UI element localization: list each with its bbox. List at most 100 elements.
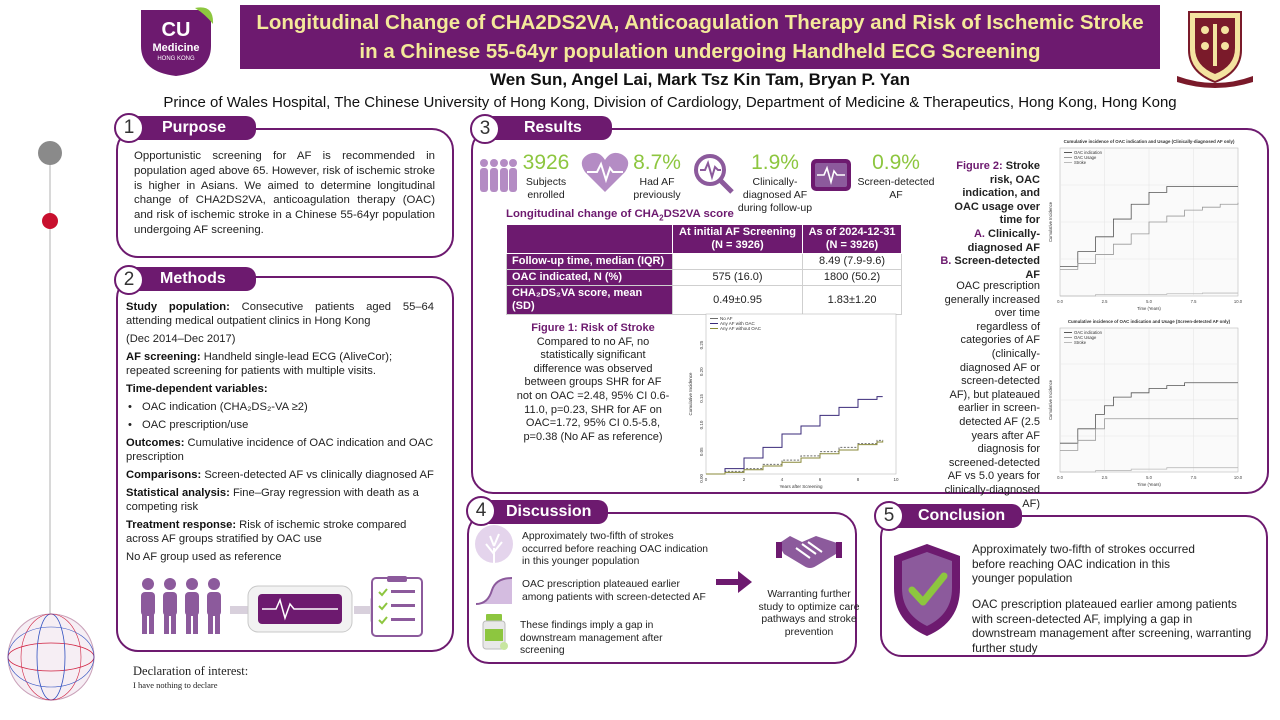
results-number: 3 (470, 114, 500, 144)
x-tick-label: 5.0 (1146, 299, 1152, 304)
cu-medicine-logo: CU Medicine HONG KONG (137, 6, 215, 78)
poster-title-bar: Longitudinal Change of CHA2DS2VA, Antico… (240, 5, 1160, 69)
handshake-icon (776, 526, 842, 574)
stat-had-af-label: Had AF previously (633, 176, 681, 201)
ecg-device-icon (247, 585, 353, 633)
figure2-text: OAC prescription generally increased ove… (944, 280, 1040, 510)
table-title: Longitudinal change of CHA2DS2VA score (506, 208, 734, 223)
discussion-header: Discussion (480, 500, 608, 524)
people-icon (141, 578, 221, 634)
legend-label: OAC Usage (1074, 155, 1097, 160)
discussion-point-2: OAC prescription plateaued earlier among… (522, 579, 706, 603)
y-tick-label: 0.25 (699, 340, 704, 349)
x-axis-label: Time (Years) (1137, 482, 1161, 487)
x-tick-label: 7.5 (1191, 475, 1197, 480)
treatment-text: Risk of ischemic stroke compared across … (126, 519, 407, 545)
y-tick-label: 0.05 (699, 447, 704, 456)
figure2-b-label: B. (940, 255, 952, 268)
series-line-stroke (1060, 467, 1238, 473)
figure2-b-text: Screen-detected AF (951, 255, 1040, 281)
cha2ds2va-table: At initial AF Screening(N = 3926) As of … (506, 224, 902, 315)
figure2-label: Figure 2: (956, 160, 1003, 172)
figure2-title: Stroke risk, OAC indication, and OAC usa… (954, 160, 1040, 227)
medicine-bottle-icon (480, 612, 510, 652)
stat-had-af-value: 8.7% (633, 151, 681, 174)
figure1-text: Compared to no AF, no statistically sign… (516, 335, 670, 443)
x-tick-label: 10.0 (1234, 475, 1243, 480)
y-tick-label: 0.10 (699, 420, 704, 429)
declaration-title: Declaration of interest: (133, 664, 249, 678)
legend-label: OAC Usage (1074, 335, 1097, 340)
discussion-point-1: Approximately two-fifth of strokes occur… (522, 531, 709, 568)
series-line-stroke (1060, 292, 1238, 297)
bullet-oac-indication: OAC indication (CHA₂DS₂-VA ≥2) (142, 401, 308, 413)
table-col1-header: At initial AF Screening(N = 3926) (671, 224, 804, 254)
purpose-title: Purpose (162, 119, 227, 136)
methods-title: Methods (160, 270, 226, 287)
arrow-right-icon (714, 567, 754, 597)
x-tick-label: 10.0 (1234, 299, 1243, 304)
row-followup-current: 8.49 (7.9-9.6) (802, 253, 902, 270)
poster-title: Longitudinal Change of CHA2DS2VA, Antico… (256, 11, 1144, 63)
conclusion-point-1: Approximately two-fifth of strokes occur… (972, 542, 1195, 586)
y-axis-label: Cumulative Incidence (688, 372, 693, 416)
y-tick-label: 0.00 (699, 474, 704, 483)
decorative-line (49, 150, 51, 630)
row-oac-initial: 575 (16.0) (671, 269, 804, 286)
conclusion-title: Conclusion (918, 507, 1006, 524)
decorative-dot-red (42, 213, 58, 229)
purpose-section (116, 128, 454, 258)
magnifier-ecg-icon (692, 152, 736, 196)
authors: Wen Sun, Angel Lai, Mark Tsz Kin Tam, Br… (489, 70, 911, 89)
legend-label: OAC indication (1074, 330, 1103, 335)
table-row: Follow-up time, median (IQR) 8.49 (7.9-9… (506, 253, 902, 270)
figure1-label: Figure 1: (531, 322, 578, 334)
x-tick-label: 4 (781, 477, 784, 482)
methods-number: 2 (114, 265, 144, 295)
stats-label: Statistical analysis: (126, 487, 230, 499)
results-title: Results (524, 119, 582, 136)
series-line-oac-usage (1060, 202, 1239, 270)
methods-header: Methods (128, 267, 256, 291)
row-score-current: 1.83±1.20 (802, 285, 902, 315)
conclusion-point-2: OAC prescription plateaued earlier among… (972, 597, 1252, 655)
legend-label: No AF (720, 316, 733, 321)
people-icon (478, 158, 518, 194)
legend-label: Any AF without OAC (720, 326, 762, 331)
checklist-icon (371, 576, 423, 637)
x-tick-label: 0 (705, 477, 708, 482)
methods-body: Study population: Consecutive patients a… (126, 301, 434, 563)
stat-screen-af-value: 0.9% (872, 151, 920, 174)
figure2-caption: Figure 2: Stroke risk, OAC indication, a… (940, 160, 1040, 282)
x-tick-label: 7.5 (1191, 299, 1197, 304)
y-axis-label: Cumulative Incidence (1048, 379, 1053, 420)
y-axis-label: Cumulative Incidence (1048, 201, 1053, 242)
stat-screen-af-label: Screen-detected AF (857, 176, 935, 201)
study-dates: (Dec 2014–Dec 2017) (126, 333, 236, 345)
discussion-title: Discussion (506, 503, 592, 520)
figure2-a-text: Clinically-diagnosed AF (967, 227, 1040, 254)
ecg-monitor-icon (810, 158, 852, 192)
table-row: CHA₂DS₂VA score, mean (SD) 0.49±0.95 1.8… (506, 285, 902, 315)
x-tick-label: 6 (819, 477, 822, 482)
row-label-followup: Follow-up time, median (IQR) (506, 253, 673, 270)
series-line-oac-usage (1060, 418, 1238, 451)
legend-label: Stroke (1074, 160, 1087, 165)
row-label-oac: OAC indicated, N (%) (506, 269, 673, 286)
screening-label: AF screening: (126, 351, 201, 363)
series-line-any-af-with-oac (706, 396, 883, 475)
results-header: Results (484, 116, 612, 140)
plot-area (705, 313, 897, 475)
series-line-any-af-without-oac (706, 440, 884, 475)
bullet-oac-prescription: OAC prescription/use (142, 419, 249, 431)
row-followup-initial (671, 253, 804, 270)
plateau-curve-icon (474, 574, 514, 606)
study-text: Consecutive patients aged 55–64 attendin… (126, 301, 434, 327)
purpose-header: Purpose (128, 116, 256, 140)
purpose-number: 1 (114, 113, 144, 143)
legend-label: Stroke (1074, 340, 1087, 345)
x-tick-label: 5.0 (1146, 475, 1152, 480)
treatment-label: Treatment response: (126, 519, 237, 531)
figure1-title: Risk of Stroke (577, 322, 655, 334)
